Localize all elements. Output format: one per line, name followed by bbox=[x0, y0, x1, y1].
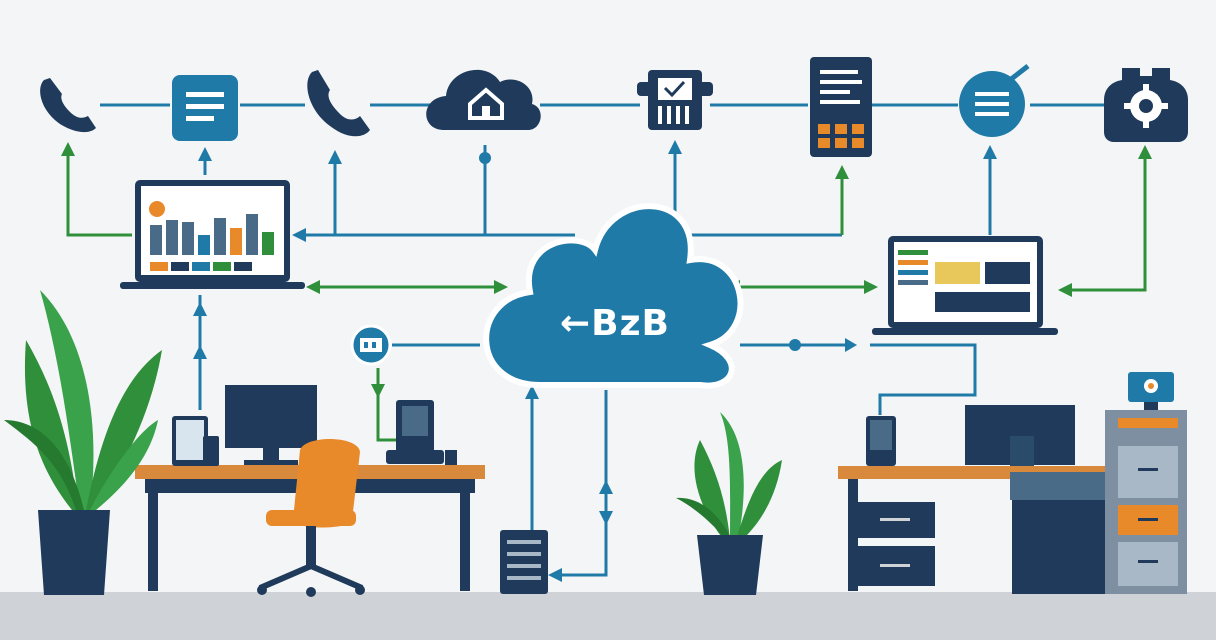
arrow-up-blue bbox=[328, 150, 342, 164]
filing-cabinet bbox=[1105, 372, 1187, 594]
phone bbox=[203, 436, 219, 466]
green-connectors bbox=[66, 155, 1147, 442]
connector-green-router-phone bbox=[376, 368, 398, 442]
document-pen-icon bbox=[959, 64, 1030, 137]
router-icon bbox=[350, 324, 392, 366]
arrow-up-blue bbox=[193, 302, 207, 316]
arrow-left-blue bbox=[548, 568, 562, 582]
cloud-home-icon bbox=[426, 69, 541, 130]
checklist-device-icon bbox=[637, 70, 713, 130]
arrow-down-blue bbox=[599, 511, 613, 525]
monitor bbox=[225, 385, 317, 448]
connector-green-right bbox=[1062, 155, 1147, 292]
right-desk bbox=[838, 405, 1123, 594]
phone-icon bbox=[40, 78, 96, 133]
floor bbox=[0, 592, 1216, 640]
central-cloud bbox=[483, 203, 744, 389]
cloud-label: ←BzB bbox=[560, 303, 670, 344]
arrow-left-green bbox=[1058, 283, 1072, 297]
arrow-up-blue bbox=[668, 140, 682, 154]
arrow-up-green bbox=[1138, 145, 1152, 159]
right-laptop bbox=[872, 236, 1058, 335]
arrow-up-blue bbox=[525, 385, 539, 399]
connector-green-left bbox=[66, 155, 132, 237]
left-laptop bbox=[120, 180, 305, 289]
office-chair bbox=[255, 438, 365, 597]
arrow-right-green bbox=[864, 280, 878, 294]
connector-cloud-server2 bbox=[552, 390, 608, 577]
arrow-up-blue bbox=[193, 345, 207, 359]
arrow-left-blue bbox=[292, 228, 306, 242]
connector-node bbox=[479, 152, 491, 164]
connector-node bbox=[789, 339, 801, 351]
phone-icon bbox=[307, 70, 370, 137]
arrow-left-green bbox=[306, 280, 320, 294]
arrow-up-blue bbox=[198, 147, 212, 161]
arrow-right-green bbox=[494, 280, 508, 294]
left-desk bbox=[135, 385, 485, 591]
arrow-up-green bbox=[61, 142, 75, 156]
calculator-document-icon bbox=[810, 57, 872, 157]
middle-plant bbox=[676, 412, 782, 595]
arrow-down-green bbox=[371, 384, 385, 398]
connector-node bbox=[845, 338, 857, 352]
arrowheads bbox=[61, 140, 1152, 582]
arrow-up-green bbox=[835, 165, 849, 179]
gear-device-icon bbox=[1104, 68, 1188, 142]
arrow-up-blue bbox=[599, 480, 613, 494]
document-icon bbox=[172, 75, 238, 141]
server-box bbox=[500, 530, 548, 594]
connector-right-desk bbox=[870, 343, 977, 415]
left-plant bbox=[4, 290, 162, 595]
arrow-up-blue bbox=[983, 145, 997, 159]
